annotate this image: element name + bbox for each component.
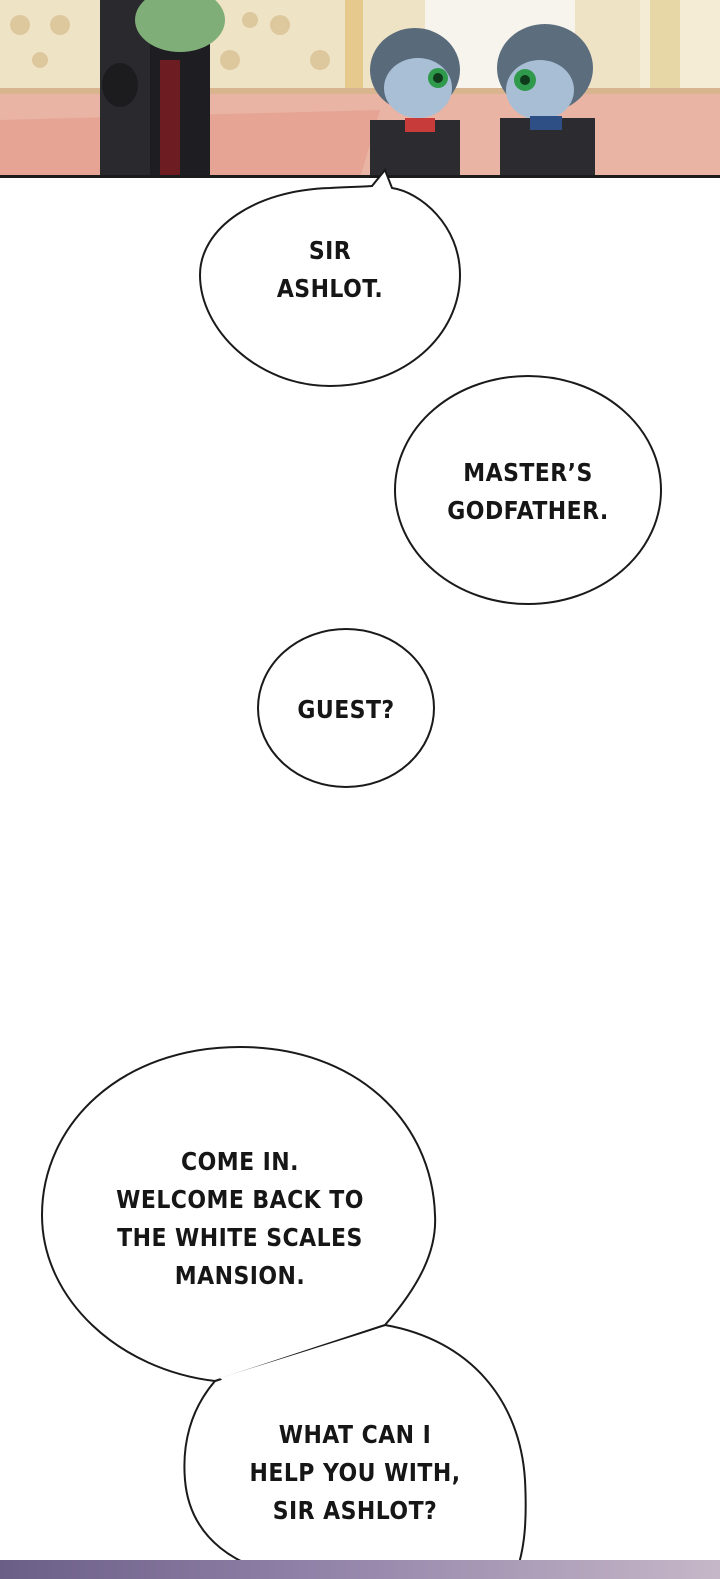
panel-artwork: [0, 0, 720, 175]
speech-bubble-4: [40, 1045, 437, 1383]
bubble-4-text: COME IN. WELCOME BACK TO THE WHITE SCALE…: [116, 1147, 364, 1290]
speech-bubble-1: [198, 168, 462, 388]
bubble-3-text: GUEST?: [297, 695, 395, 724]
bubble-5-text: WHAT CAN I HELP YOU WITH, SIR ASHLOT?: [249, 1420, 461, 1525]
speech-bubble-3: [257, 628, 435, 788]
bottom-comic-panel-edge: [0, 1560, 720, 1579]
bubble-1-text: SIR ASHLOT.: [276, 236, 384, 303]
bubble-2-text: MASTER’S GODFATHER.: [447, 458, 609, 525]
speech-bubble-2: [394, 375, 662, 605]
top-comic-panel: [0, 0, 720, 178]
